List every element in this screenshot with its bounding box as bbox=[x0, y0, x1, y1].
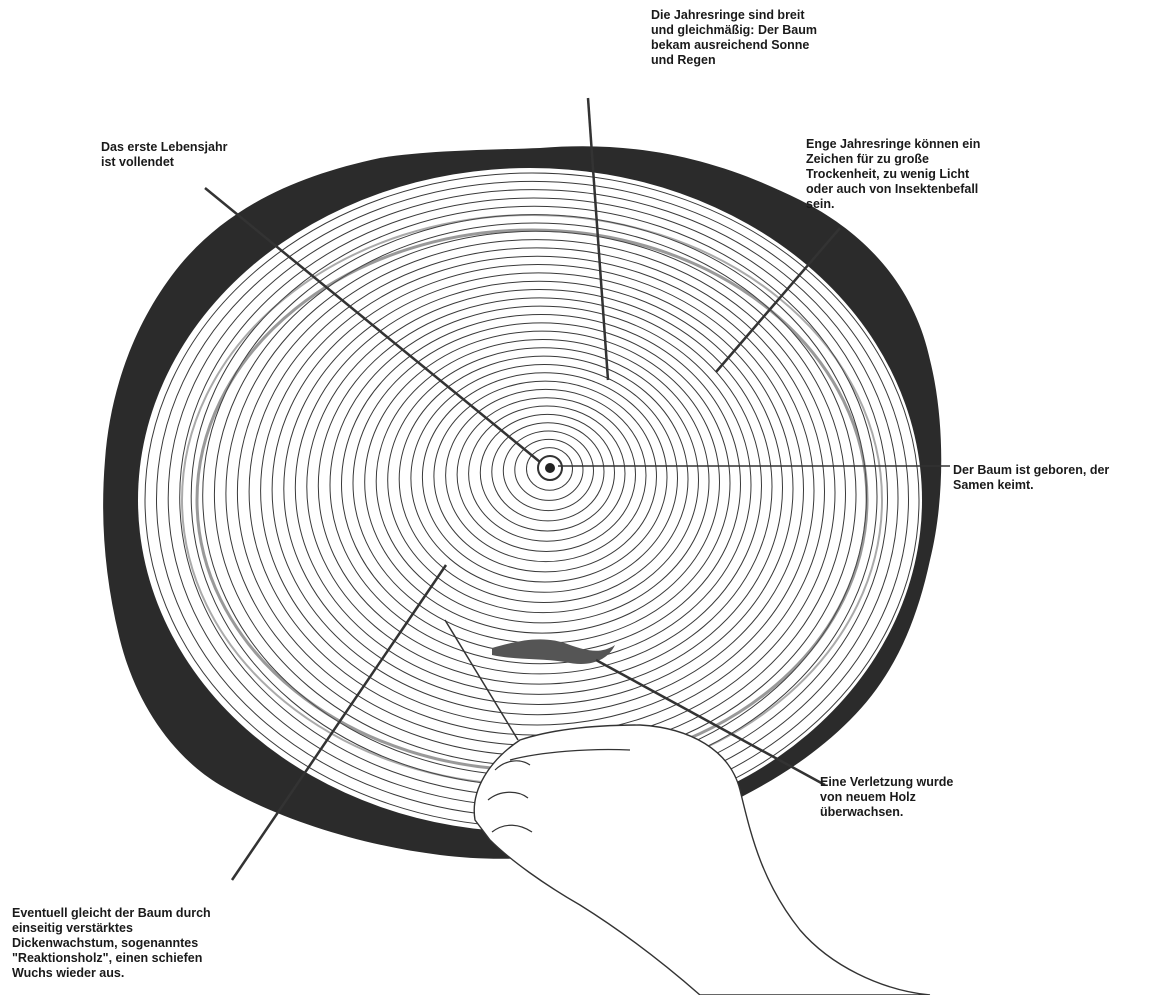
label-narrow-rings: Enge Jahresringe können ein Zeichen für … bbox=[806, 137, 1066, 212]
label-injury: Eine Verletzung wurde von neuem Holz übe… bbox=[820, 775, 1020, 820]
hand bbox=[474, 725, 930, 995]
label-reaction-wood: Eventuell gleicht der Baum durch einseit… bbox=[12, 906, 302, 981]
label-wide-rings: Die Jahresringe sind breit und gleichmäß… bbox=[651, 8, 851, 68]
pith bbox=[545, 463, 555, 473]
label-first-year: Das erste Lebensjahr ist vollendet bbox=[101, 140, 301, 170]
label-tree-born: Der Baum ist geboren, der Samen keimt. bbox=[953, 463, 1159, 493]
